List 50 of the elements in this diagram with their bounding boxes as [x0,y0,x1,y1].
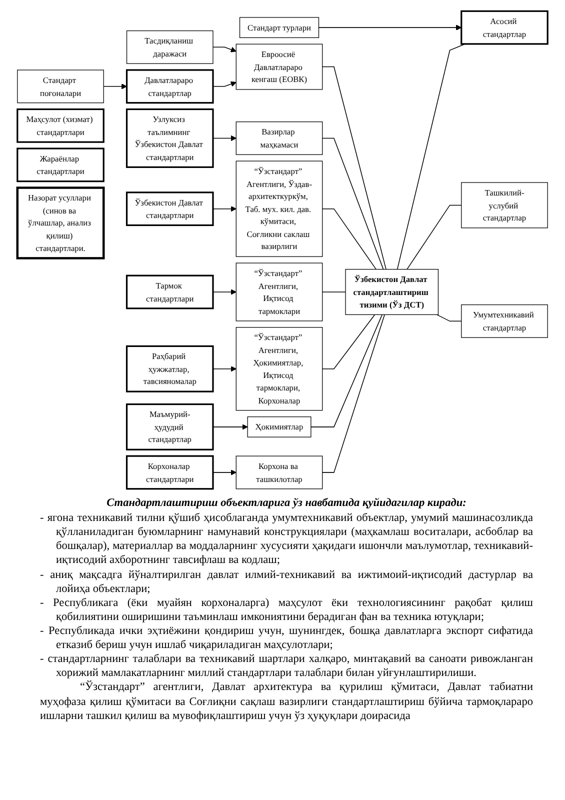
node-box: Маъмурий-ҳудудий стандартлар [126,403,214,450]
connector [310,314,383,428]
arrow [103,84,128,90]
connector [322,314,385,473]
node-box: Ҳокимиятлар [247,416,312,438]
connector [396,44,466,270]
connector [406,204,462,270]
node-box: Ўзбекистон Давлат стандартлаштириш тизими (Ўз ДСТ) [345,268,439,315]
node-box: Тасдиқланиш даражаси [126,30,214,64]
node-box: Стандарт поғоналари [17,70,104,104]
node-box: Евроосиё Давлатлараро кенгаш (ЕОВК) [236,44,323,90]
node-box: Тармок стандартлари [126,274,214,310]
node-box: Ўзбекистон Давлат стандартлари [126,192,214,226]
node-box: Раҳбарий ҳужжатлар, тавсияномалар [126,345,214,392]
list-heading: Стандартлаштириш объектларига ўз навбатида қуйидагилар киради: [106,496,468,510]
node-box: Вазирлар маҳкамаси [236,121,323,155]
node-box: Узлуксиз таълимнинг Ўзбекистон Давлат стандартлари [126,108,214,168]
list-item: - ягона техникавий тилни қўшиб ҳисоблаганда умумтехникавий объектлар, умумий машинасозликда қўлланиладиган буюмларнинг намунавий конструкциялари (маҳкамлаш воситалари, асбоблар ва бошқалар), материаллар ва моддаларнинг хусусияти ҳақидаги ишончли маълумотлар, техникавий-иқтисодий ахборотнинг тавсифлаш ва кодлаш; [40,511,533,568]
arrow [212,366,236,372]
arrow [212,470,236,476]
node-box: Маҳсулот (хизмат) стандартлари [16,108,104,143]
connector [322,138,384,270]
arrow [212,135,236,142]
node-box: Корхоналар стандартлари [126,455,214,490]
node-box: Корхона ва ташкилотлар [236,456,323,490]
arrow [212,206,236,212]
node-box: Жараёнлар стандартлари [16,148,104,182]
node-box: Умумтехникавий стандартлар [461,304,548,338]
arrow [212,289,236,295]
node-box: Асосий стандартлар [460,10,548,45]
node-box: Стандарт турлари [239,17,320,38]
connector [322,208,376,270]
node-box: “Ўзстандарт” Агентлиги, Ҳокимиятлар, Иқтисод тармоклари, Корхоналар [236,327,323,411]
node-box: Назорат усуллари (синов ва ўлчашлар, анализ қилиш) стандартлари. [16,186,105,260]
node-box: Давлатлараро стандартлар [126,69,214,104]
arrow [212,46,236,52]
node-box: “Ўзстандарт” Агентлиги, Ўздав-архитекткуркўм, Таб. мух. кил. дав. кўмитаси, Соғликни саклаш вазирлиги [236,160,323,257]
arrow [318,24,462,30]
connector [436,314,462,322]
list-item: - аниқ мақсадга йўналтирилган давлат илмий-техникавий ва ижтимоий-иқтисодий дастурлар ва лойиҳа объектлари; [40,568,533,596]
list-item: - стандартларнинг талаблари ва техникавий шартлари халқаро, минтақавий ва саноати ривожланган хорижий мамлакатларнинг миллий стандартлари талаблари билан уйғунлаштирилиши. [40,652,533,680]
arrow [212,424,248,430]
list-item: - Республикада ички эҳтиёжини қондириш учун, шунингдек, бошқа давлатларга экспорт сифатида етказиб бериш учун ишлаб чиқариладиган маҳсулотлари; [40,624,533,652]
connector [322,314,376,370]
list-item: - Республикага (ёки муайян корхоналарга) маҳсулот ёки технологиясининг рақобат қилиш қобилиятини оширишини таъминлаш имкониятини берадиган фан ва техника ютуқлари; [40,596,533,624]
arrow [212,81,236,87]
paragraph: “Ўзстандарт” агентлиги, Давлат архитектура ва қурилиш қўмитаси, Давлат табиатни муҳофаза қилиш қўмитаси ва Соғлиқни сақлаш вазирлиги стандартлаштириш бўйича тармоқлараро ишларни ташкил қилиш ва мувофиқлаштириш учун ўз ҳуқуқлари доирасида [40,680,533,723]
connector [322,66,386,270]
node-box: “Ўзстандарт” Агентлиги, Иқтисод тармоклари [236,262,323,322]
node-box: Ташкилий-услубий стандартлар [461,182,548,228]
